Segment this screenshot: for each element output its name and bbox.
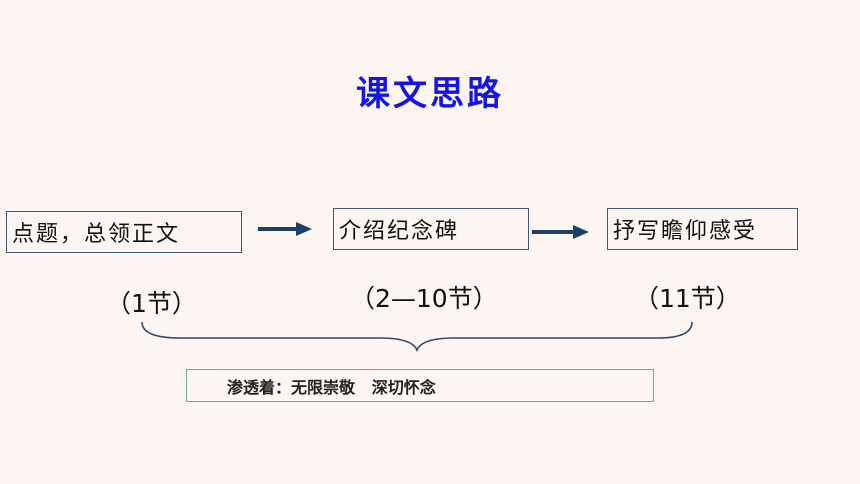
section-label-3: （11节） [634,284,741,313]
section-label-1: （1节） [106,289,197,318]
arrow-right-icon [532,225,589,239]
step-box-1: 点题，总领正文 [6,211,242,253]
step-box-3: 抒写瞻仰感受 [607,208,798,250]
arrow-right-icon [258,222,312,236]
summary-box: 渗透着：无限崇敬 深切怀念 [186,369,654,402]
section-label-2: （2—10节） [350,284,498,313]
page-title: 课文思路 [356,74,504,114]
step-box-2: 介绍纪念碑 [333,208,529,250]
curly-brace [141,321,693,353]
